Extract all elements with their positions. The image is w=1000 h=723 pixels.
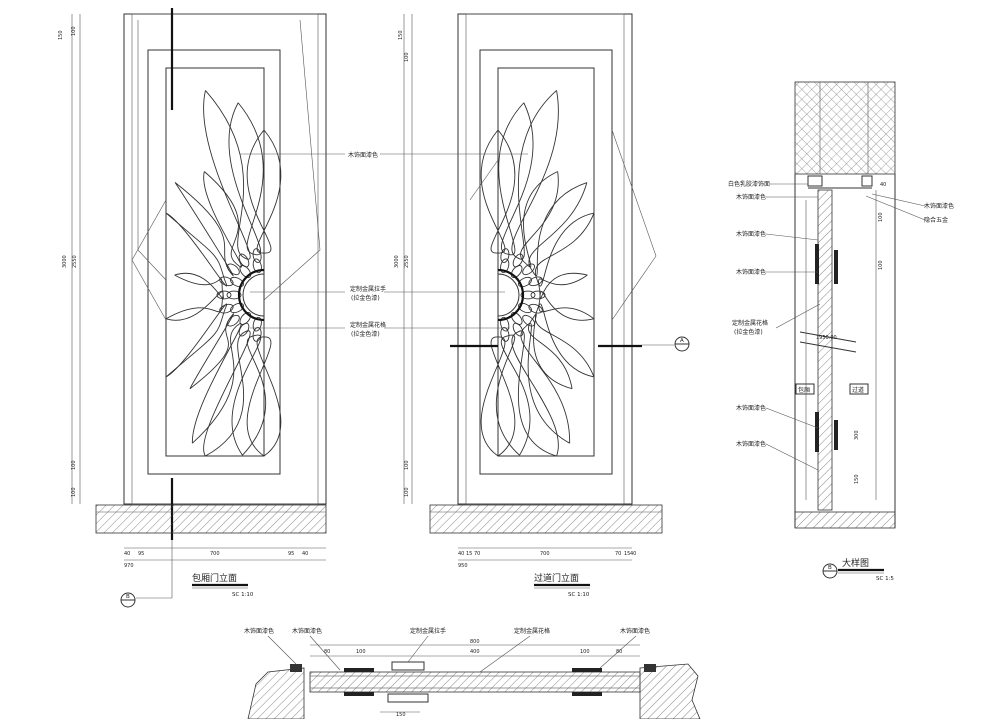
left-dim-b4: 95: [288, 551, 294, 557]
callout-metal-strip: 定制金属花格: [350, 321, 386, 329]
plan-callout-veneer-1: 木饰面漆色: [244, 627, 274, 635]
plan-dim-bottom: 150: [396, 712, 406, 718]
detail-side-left: 包厢: [798, 386, 810, 394]
detail-door-leaf: [817, 189, 833, 511]
middle-door-elevation: A 150 100 3000 2550 100 100 40 15 70 700…: [394, 13, 690, 598]
detail-b-label: B: [828, 565, 832, 571]
plan-callout-handle: 定制金属拉手: [410, 627, 446, 635]
mid-dim-b4: 700: [540, 551, 550, 557]
callout-handle: 定制金属拉手: [350, 285, 386, 293]
detail-dim-r4: 150: [854, 474, 860, 484]
detail-callout-veneer-1: 木饰面漆色: [736, 193, 766, 201]
left-elevation-scale: SC 1:10: [232, 592, 254, 598]
center-callouts: 木饰面漆色 定制金属拉手 (拉金色漆) 定制金属花格 (拉金色漆): [240, 151, 528, 338]
detail-section: 1950.00 包厢 过道 白色乳胶漆饰面 木饰面漆色 木饰面漆色 木饰面漆色 …: [728, 81, 954, 582]
detail-callout-latex: 白色乳胶漆饰面: [728, 180, 770, 188]
detail-callout-hinge: 隐合五金: [924, 216, 948, 224]
left-dim-total: 3000: [62, 255, 68, 268]
detail-callout-veneer-2: 木饰面漆色: [736, 230, 766, 238]
plan-door-leaf: [309, 671, 641, 693]
plan-dim-top: 800: [470, 639, 480, 645]
detail-dim-center: 1950.00: [816, 335, 837, 341]
mid-dim-b1: 40: [458, 551, 464, 557]
detail-dim-r1: 100: [878, 212, 884, 222]
detail-scale: SC 1:5: [876, 576, 894, 582]
section-b-label: B: [126, 594, 130, 600]
detail-callout-veneer-5: 木饰面漆色: [736, 440, 766, 448]
middle-elevation-scale: SC 1:10: [568, 592, 590, 598]
plan-callout-veneer-3: 木饰面漆色: [620, 627, 650, 635]
callout-metal-strip-sub: (拉金色漆): [351, 330, 380, 338]
detail-callout-veneer-3: 木饰面漆色: [736, 268, 766, 276]
left-dim-bottom-2: 100: [71, 487, 77, 497]
mid-dim-top-2: 100: [404, 52, 410, 62]
detail-side-right: 过道: [852, 386, 864, 394]
plan-dim-1: 80: [324, 649, 330, 655]
callout-wood-veneer: 木饰面漆色: [348, 151, 378, 159]
detail-wall-block: [794, 81, 896, 175]
mid-dim-b7: 40: [630, 551, 636, 557]
left-dim-top-1: 150: [58, 30, 64, 40]
left-dim-b3: 700: [210, 551, 220, 557]
mid-dim-bottom-1: 100: [404, 460, 410, 470]
plan-dim-5: 80: [616, 649, 622, 655]
middle-floor-hatch: [429, 504, 663, 534]
plan-section: 800 80 100 400 100 80 150 木饰面漆色 木饰面漆色 定制…: [244, 627, 701, 720]
middle-elevation-title: 过道门立面: [534, 572, 579, 584]
detail-callout-metal: 定制金属花格: [732, 319, 768, 327]
plan-callout-metal: 定制金属花格: [514, 627, 550, 635]
left-door-handle: [237, 268, 265, 322]
plan-dim-2: 100: [356, 649, 366, 655]
plan-wall-right: [639, 663, 701, 720]
middle-door-metal-pattern: [480, 90, 595, 457]
mid-dim-b2: 15: [466, 551, 472, 557]
detail-title: 大样图: [842, 557, 869, 569]
mid-dim-b3: 70: [474, 551, 480, 557]
left-dim-top-2: 100: [71, 26, 77, 36]
detail-callout-veneer-r: 木饰面漆色: [924, 202, 954, 210]
left-door-elevation: 150 100 3000 2550 100 100 40 95 700 95 4…: [58, 8, 327, 608]
mid-dim-b5: 70: [615, 551, 621, 557]
left-door-metal-pattern: [165, 90, 282, 457]
left-dim-total-bottom: 970: [124, 563, 134, 569]
mid-dim-top-1: 150: [398, 30, 404, 40]
left-elevation-title: 包厢门立面: [192, 572, 237, 584]
plan-dim-4: 100: [580, 649, 590, 655]
left-dim-bottom-1: 100: [71, 460, 77, 470]
left-dim-b2: 95: [138, 551, 144, 557]
detail-dim-r2: 100: [878, 260, 884, 270]
left-dim-b1: 40: [124, 551, 130, 557]
left-dim-inner: 2550: [72, 255, 78, 268]
left-dim-b5: 40: [302, 551, 308, 557]
detail-dim-top: 40: [880, 182, 886, 188]
mid-dim-total: 3000: [394, 255, 400, 268]
left-floor-hatch: [95, 504, 327, 534]
detail-callout-veneer-4: 木饰面漆色: [736, 404, 766, 412]
detail-dim-r3: 300: [854, 430, 860, 440]
section-a-label: A: [680, 338, 684, 344]
plan-dim-3: 400: [470, 649, 480, 655]
plan-wall-left: [247, 667, 305, 720]
mid-dim-inner: 2550: [404, 255, 410, 268]
mid-dim-b6: 15: [624, 551, 630, 557]
callout-handle-sub: (拉金色漆): [351, 294, 380, 302]
plan-callout-veneer-2: 木饰面漆色: [292, 627, 322, 635]
mid-dim-total-bottom: 950: [458, 563, 468, 569]
middle-door-handle: [497, 268, 525, 322]
detail-callout-metal-sub: (拉金色漆): [734, 328, 763, 336]
mid-dim-bottom-2: 100: [404, 487, 410, 497]
